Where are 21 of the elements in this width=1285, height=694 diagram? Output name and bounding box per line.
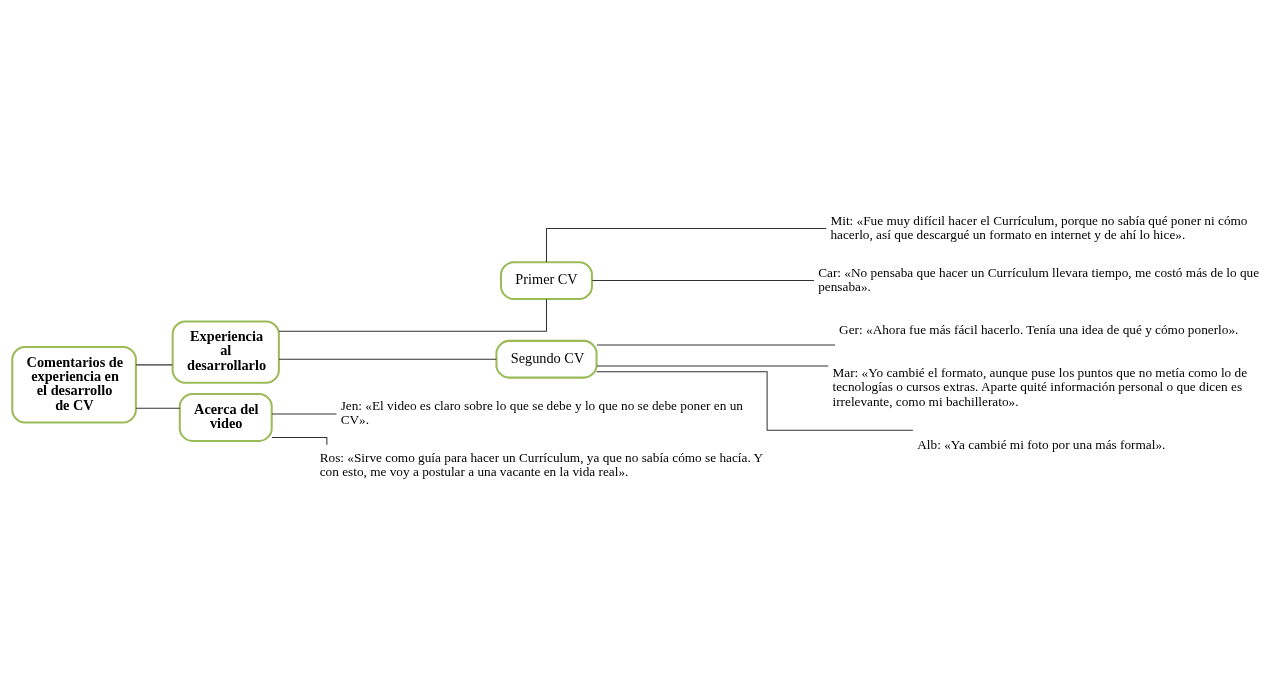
node-text: Jen: «El video es claro sobre lo que se debe y lo que no se debe poner en un CV». — [340, 397, 743, 428]
node-text: Ros: «Sirve como guía para hacer un Currículum, ya que no sabía cómo se hacía. Y con esto, me voy a postular a una vacante en la vida real». — [319, 449, 764, 480]
connector — [596, 371, 914, 431]
connector — [135, 364, 173, 366]
node-box: Primer CV — [500, 261, 593, 300]
node-box: Comentarios de experiencia en el desarrollo de CV — [11, 346, 137, 424]
node-text: Ger: «Ahora fue más fácil hacerlo. Tenía una idea de qué y cómo ponerlo». — [839, 322, 1239, 338]
connector — [591, 280, 815, 282]
connector — [596, 365, 829, 367]
connector — [546, 228, 827, 263]
node-box: Acerca del video — [178, 392, 273, 442]
node-text: Car: «No pensaba que hacer un Currículum llevara tiempo, me costó más de lo que pensaba». — [818, 264, 1260, 295]
connector — [278, 298, 547, 332]
connector — [278, 358, 497, 360]
node-box: Experiencia al desarrollarlo — [171, 320, 280, 384]
connector — [271, 413, 337, 415]
connector — [135, 407, 181, 409]
node-text: Mar: «Yo cambié el formato, aunque puse los puntos que no metía como lo de tecnologías o cursos extras. Aparte quité información personal o que dicen es irrelevante, como mi bachillerato». — [832, 365, 1248, 409]
node-box: Segundo CV — [495, 339, 598, 379]
node-text: Mit: «Fue muy difícil hacer el Currículum, porque no sabía qué poner ni cómo hacerlo, así que descargué un formato en internet y de ahí lo hice». — [830, 212, 1248, 243]
node-text: Alb: «Ya cambié mi foto por una más formal». — [917, 436, 1166, 452]
